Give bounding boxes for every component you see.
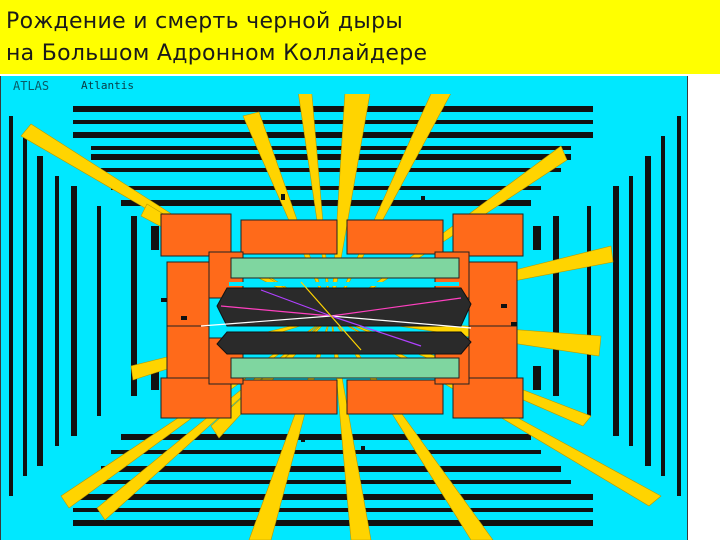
app-label: Atlantis <box>81 79 134 92</box>
hit-markers <box>161 194 517 452</box>
detector-label: ATLAS <box>13 79 50 93</box>
muon-chambers <box>9 106 681 526</box>
detector-event-display <box>9 76 681 540</box>
inner-detector <box>216 282 472 355</box>
slide-title-line-2: на Большом Адронном Коллайдере <box>6 41 428 66</box>
slide-title-line-1: Рождение и смерть черной дыры <box>6 9 404 34</box>
tracker-barrels <box>230 257 460 379</box>
slide-title-bar: Рождение и смерть черной дыры на Большом… <box>0 0 720 74</box>
particle-tracks <box>200 281 472 351</box>
viewer-header: ATLAS Atlantis <box>1 76 687 94</box>
event-display-viewer[interactable]: ATLAS Atlantis <box>0 76 688 540</box>
